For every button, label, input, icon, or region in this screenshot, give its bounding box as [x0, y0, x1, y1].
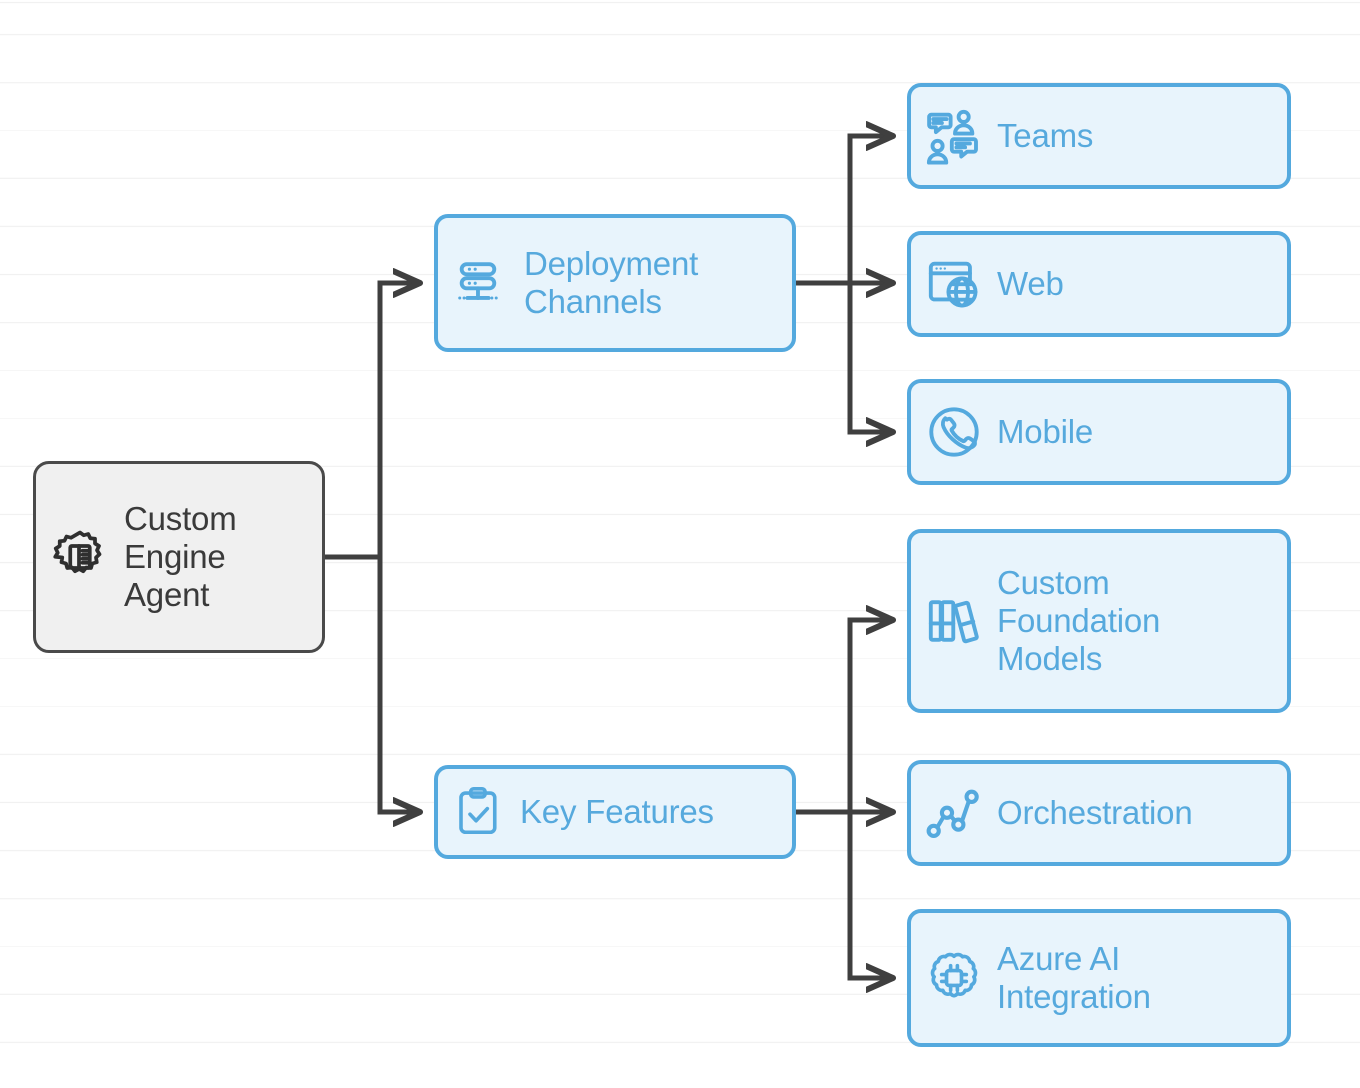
edge-deployment-channels-to-teams [796, 136, 893, 286]
edge-key-features-to-azure-ai-integration [796, 809, 893, 978]
node-orchestration[interactable]: Orchestration [907, 760, 1291, 866]
node-label: Custom Engine Agent [124, 500, 237, 613]
edge-root-to-key-features [324, 554, 420, 812]
clipboard-check-icon [452, 785, 506, 839]
edge-deployment-channels-to-mobile [796, 280, 893, 432]
edge-key-features-to-custom-foundation-models [796, 620, 893, 815]
node-label: Custom Foundation Models [997, 564, 1161, 677]
phone-circle-icon [925, 403, 983, 461]
node-deployment-channels[interactable]: Deployment Channels [434, 214, 796, 352]
gear-chip-icon [50, 527, 110, 587]
people-chat-icon [925, 107, 983, 165]
node-custom-foundation-models[interactable]: Custom Foundation Models [907, 529, 1291, 713]
edge-root-to-deployment-channels [324, 283, 420, 560]
node-web[interactable]: Web [907, 231, 1291, 337]
books-icon [925, 592, 983, 650]
node-graph-icon [925, 784, 983, 842]
node-azure-ai-integration[interactable]: Azure AI Integration [907, 909, 1291, 1047]
brain-chip-icon [925, 949, 983, 1007]
node-teams[interactable]: Teams [907, 83, 1291, 189]
node-label: Azure AI Integration [997, 940, 1151, 1015]
node-label: Mobile [997, 413, 1094, 451]
node-custom-engine-agent[interactable]: Custom Engine Agent [33, 461, 325, 653]
node-label: Deployment Channels [524, 245, 699, 320]
node-label: Key Features [520, 793, 714, 831]
node-key-features[interactable]: Key Features [434, 765, 796, 859]
node-label: Web [997, 265, 1064, 303]
server-network-icon [452, 254, 510, 312]
node-mobile[interactable]: Mobile [907, 379, 1291, 485]
node-label: Orchestration [997, 794, 1193, 832]
node-label: Teams [997, 117, 1094, 155]
browser-globe-icon [925, 255, 983, 313]
